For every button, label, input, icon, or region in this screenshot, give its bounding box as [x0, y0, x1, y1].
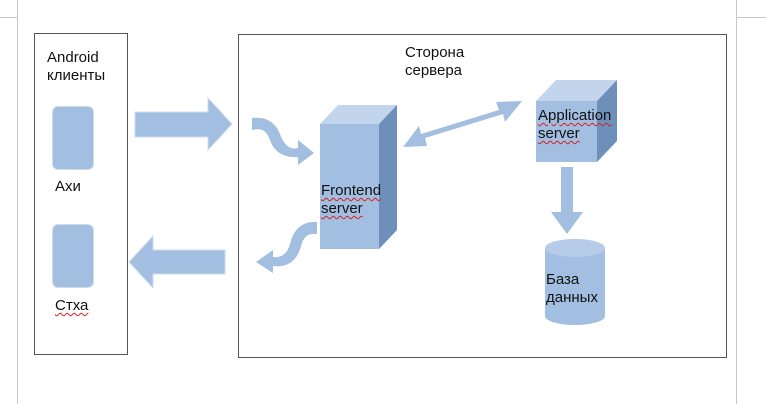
down-arrow-icon: [551, 167, 583, 234]
app-server-label: Application server: [538, 107, 612, 142]
frontend-server-label: Frontend server: [321, 182, 382, 217]
curved-out-arrow-icon: [256, 221, 317, 273]
page-guide-top-left: [0, 17, 17, 18]
page-guide-right: [736, 0, 737, 404]
clients-title: Android клиенты: [47, 49, 106, 84]
curved-in-arrow-icon: [252, 117, 314, 165]
database-top: [545, 239, 605, 257]
phone-icon-client-2: [52, 224, 94, 288]
client-2-label: Стха: [55, 297, 89, 314]
page-guide-left: [17, 0, 18, 404]
client-1-label: Axи: [55, 178, 81, 195]
response-arrow-icon: [128, 234, 226, 290]
database-label: База данных: [546, 271, 598, 306]
page-guide-top-right: [737, 17, 766, 18]
frontend-server-top: [320, 105, 397, 124]
clients-frame: [34, 33, 128, 355]
server-side-title: Сторона сервера: [405, 44, 465, 79]
database-bottom: [545, 307, 605, 325]
database-body: [545, 248, 605, 316]
server-side-frame: [238, 34, 727, 358]
app-server-side: [597, 80, 617, 162]
phone-icon-client-1: [52, 106, 94, 170]
frontend-server-side: [379, 105, 397, 249]
request-arrow-icon: [134, 96, 233, 152]
frontend-server-front: [320, 124, 379, 249]
app-server-front: [536, 101, 597, 162]
bidirectional-arrow-icon: [403, 101, 522, 147]
app-server-top: [536, 80, 617, 101]
